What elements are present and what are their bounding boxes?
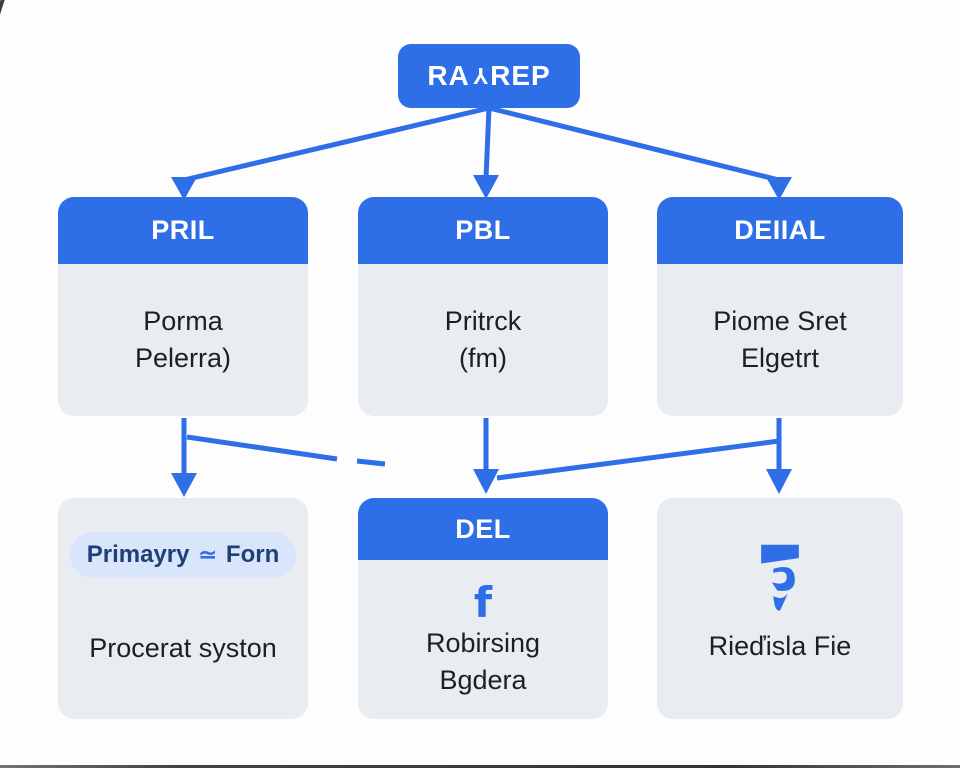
- card-riedisla-body: Rieďisla Fie: [657, 498, 903, 719]
- root-title-pre: RA: [427, 60, 470, 91]
- card-pril-line1: Porma: [143, 306, 223, 336]
- card-pril: PRIL Porma Pelerra): [58, 197, 308, 416]
- connector-root-to-pbl: [483, 107, 492, 179]
- card-del: DEL f Robirsing Bgdera: [358, 498, 608, 719]
- top-fan-connectors: [171, 105, 792, 200]
- pill-text-pre: Primayry: [86, 541, 190, 568]
- card-deiial-line2: Elgetrt: [740, 343, 820, 373]
- primary-form-pill: Primayry ≃ Forn: [70, 532, 296, 578]
- card-primary-form: Primayry ≃ Forn Procerat syston: [58, 498, 308, 719]
- card-del-header: DEL: [358, 498, 608, 560]
- connector-root-to-deiial: [488, 105, 780, 183]
- pill-text-post: Forn: [225, 541, 280, 568]
- top-left-edge-artifact: [0, 0, 6, 21]
- root-title-post: REP: [490, 60, 551, 91]
- person-glyph-icon: Y: [471, 62, 489, 89]
- card-deiial: DEIIAL Piome Sret Elgetrt: [657, 197, 903, 416]
- card-del-body: f Robirsing Bgdera: [358, 560, 608, 719]
- card-riedisla-text: Rieďisla Fie: [708, 631, 852, 661]
- arrowhead-bottom-left: [171, 473, 197, 497]
- arrowhead-bottom-right: [766, 469, 792, 494]
- card-pbl-header: PBL: [358, 197, 608, 264]
- card-del-line1: Robirsing: [425, 627, 541, 658]
- arrowhead-del: [473, 469, 499, 494]
- card-deiial-body: Piome Sret Elgetrt: [657, 264, 903, 416]
- middle-connectors: [171, 418, 792, 497]
- card-primary-form-body: Procerat syston: [89, 633, 277, 663]
- card-pbl-body: Pritrck (fm): [358, 264, 608, 416]
- card-pril-body: Porma Pelerra): [58, 264, 308, 416]
- connector-branch-dash: [356, 458, 386, 467]
- card-del-line2: Bgdera: [439, 664, 527, 695]
- funnel-icon: [761, 544, 799, 611]
- card-pbl: PBL Pritrck (fm): [358, 197, 608, 416]
- arrowhead-pbl: [473, 175, 499, 199]
- card-pbl-line2: (fm): [459, 343, 507, 373]
- connector-root-to-pril: [183, 105, 490, 183]
- card-deiial-header: DEIIAL: [657, 197, 903, 264]
- connector-deiial-to-del: [496, 438, 780, 481]
- card-riedisla: Rieďisla Fie: [657, 498, 903, 719]
- card-pbl-line1: Pritrck: [444, 306, 522, 336]
- card-deiial-line1: Piome Sret: [713, 306, 847, 336]
- approx-equals-icon: ≃: [198, 542, 217, 567]
- connector-pril-branch: [186, 434, 338, 462]
- f-letter-icon: f: [473, 577, 493, 627]
- card-pril-line2: Pelerra): [134, 343, 232, 373]
- card-pril-header: PRIL: [58, 197, 308, 264]
- bottom-edge-artifact: [0, 765, 960, 768]
